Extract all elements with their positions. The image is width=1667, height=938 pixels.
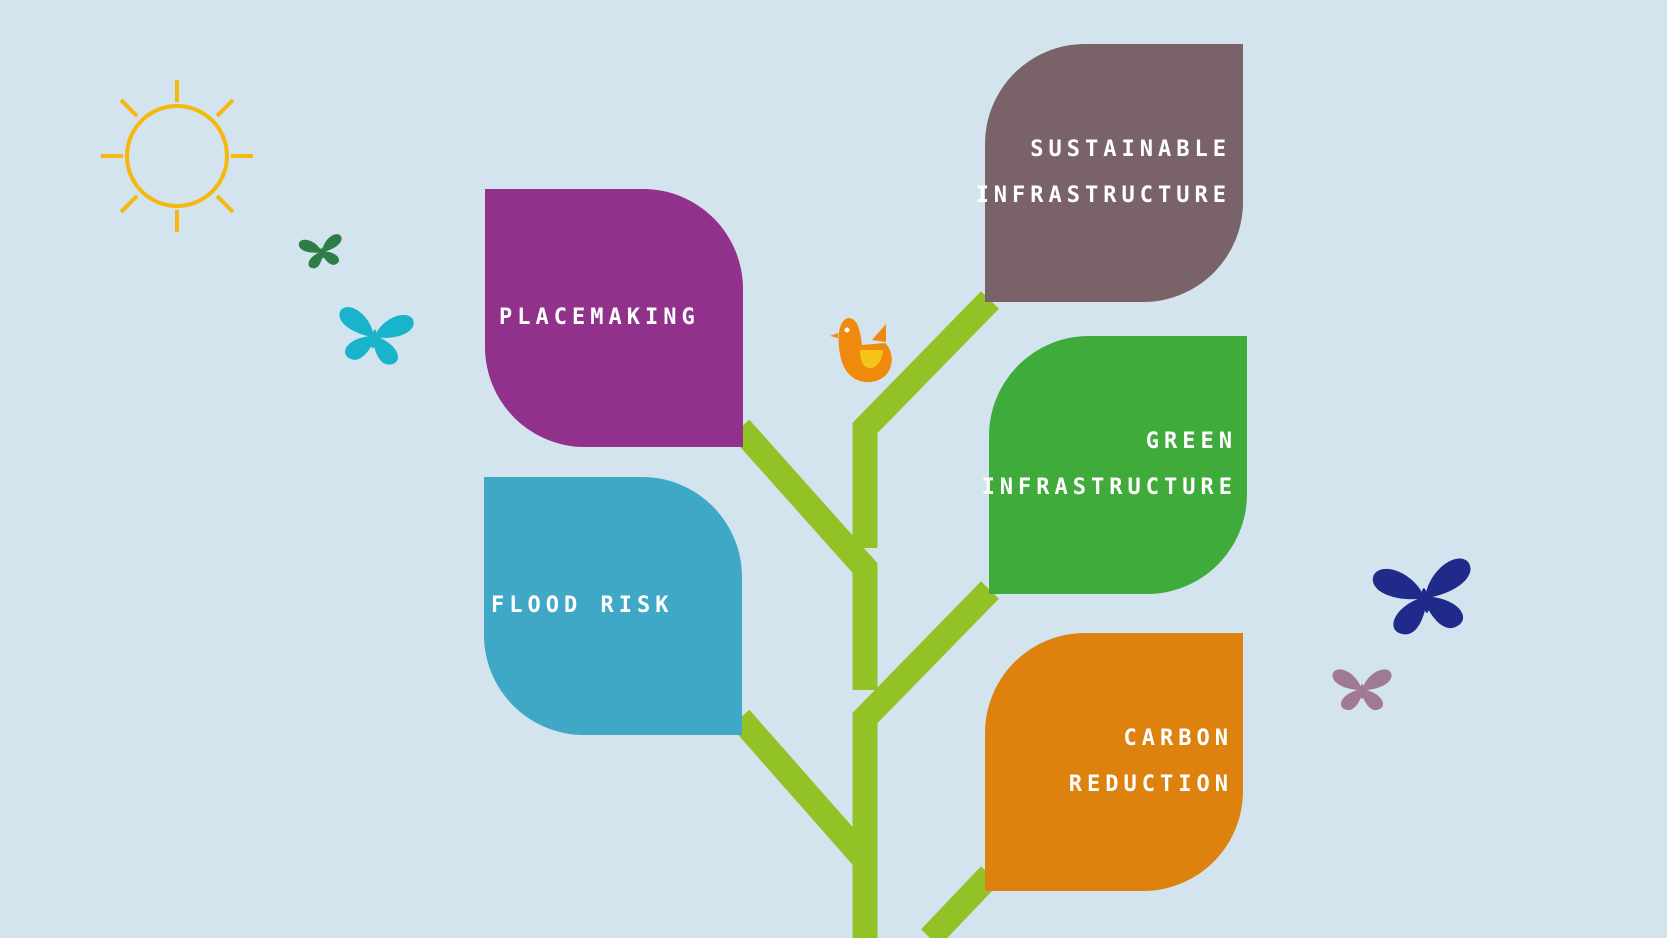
- leaf-carbon-reduction: CARBON REDUCTION: [985, 633, 1243, 891]
- leaf-sustainable-infrastructure: SUSTAINABLE INFRASTRUCTURE: [976, 44, 1243, 302]
- bird-wing: [860, 350, 883, 368]
- bird-eye: [844, 327, 850, 333]
- butterfly-wings: [1332, 669, 1392, 711]
- tree-stems: [730, 291, 1000, 938]
- butterfly-body: [320, 247, 324, 259]
- leaf-label: CARBON REDUCTION: [1069, 716, 1233, 808]
- leaf-line: INFRASTRUCTURE: [975, 183, 1231, 208]
- leaf-line: PLACEMAKING: [499, 305, 700, 330]
- butterfly-wings: [298, 234, 342, 269]
- leaf-label: SUSTAINABLE INFRASTRUCTURE: [976, 127, 1231, 219]
- leaf-line: GREEN: [1145, 429, 1237, 454]
- leaf-placemaking: PLACEMAKING: [485, 189, 743, 447]
- leaf-label: PLACEMAKING: [499, 295, 700, 341]
- leaf-line: INFRASTRUCTURE: [981, 475, 1237, 500]
- butterfly-navy-icon: [1372, 558, 1471, 635]
- butterfly-green-icon: [298, 234, 342, 269]
- butterfly-body: [1360, 684, 1364, 699]
- branch-flood-risk: [730, 709, 878, 938]
- leaf-line: SUSTAINABLE: [1030, 137, 1231, 162]
- bird-beak: [830, 333, 838, 338]
- butterfly-mauve-icon: [1332, 669, 1392, 711]
- branch-carbon: [920, 866, 1000, 938]
- leaf-label: GREEN INFRASTRUCTURE: [982, 419, 1237, 511]
- leaf-flood-risk: FLOOD RISK: [484, 477, 742, 735]
- branch-placemaking: [730, 419, 878, 690]
- butterflies: [298, 234, 1471, 711]
- butterfly-body: [371, 329, 377, 349]
- butterfly-wings: [1372, 558, 1471, 635]
- bird-tail: [872, 324, 886, 342]
- leaf-line: FLOOD RISK: [491, 593, 674, 618]
- bird-icon: [830, 318, 892, 383]
- butterfly-wings: [339, 307, 414, 365]
- leaf-green-infrastructure: GREEN INFRASTRUCTURE: [982, 336, 1247, 594]
- butterfly-cyan-icon: [339, 307, 414, 365]
- leaf-line: CARBON: [1123, 726, 1233, 751]
- stem-main-upper: [852, 291, 999, 548]
- leaf-line: REDUCTION: [1068, 772, 1233, 797]
- butterfly-body: [1421, 588, 1429, 613]
- leaf-label: FLOOD RISK: [491, 583, 673, 629]
- sun-icon: [101, 80, 253, 232]
